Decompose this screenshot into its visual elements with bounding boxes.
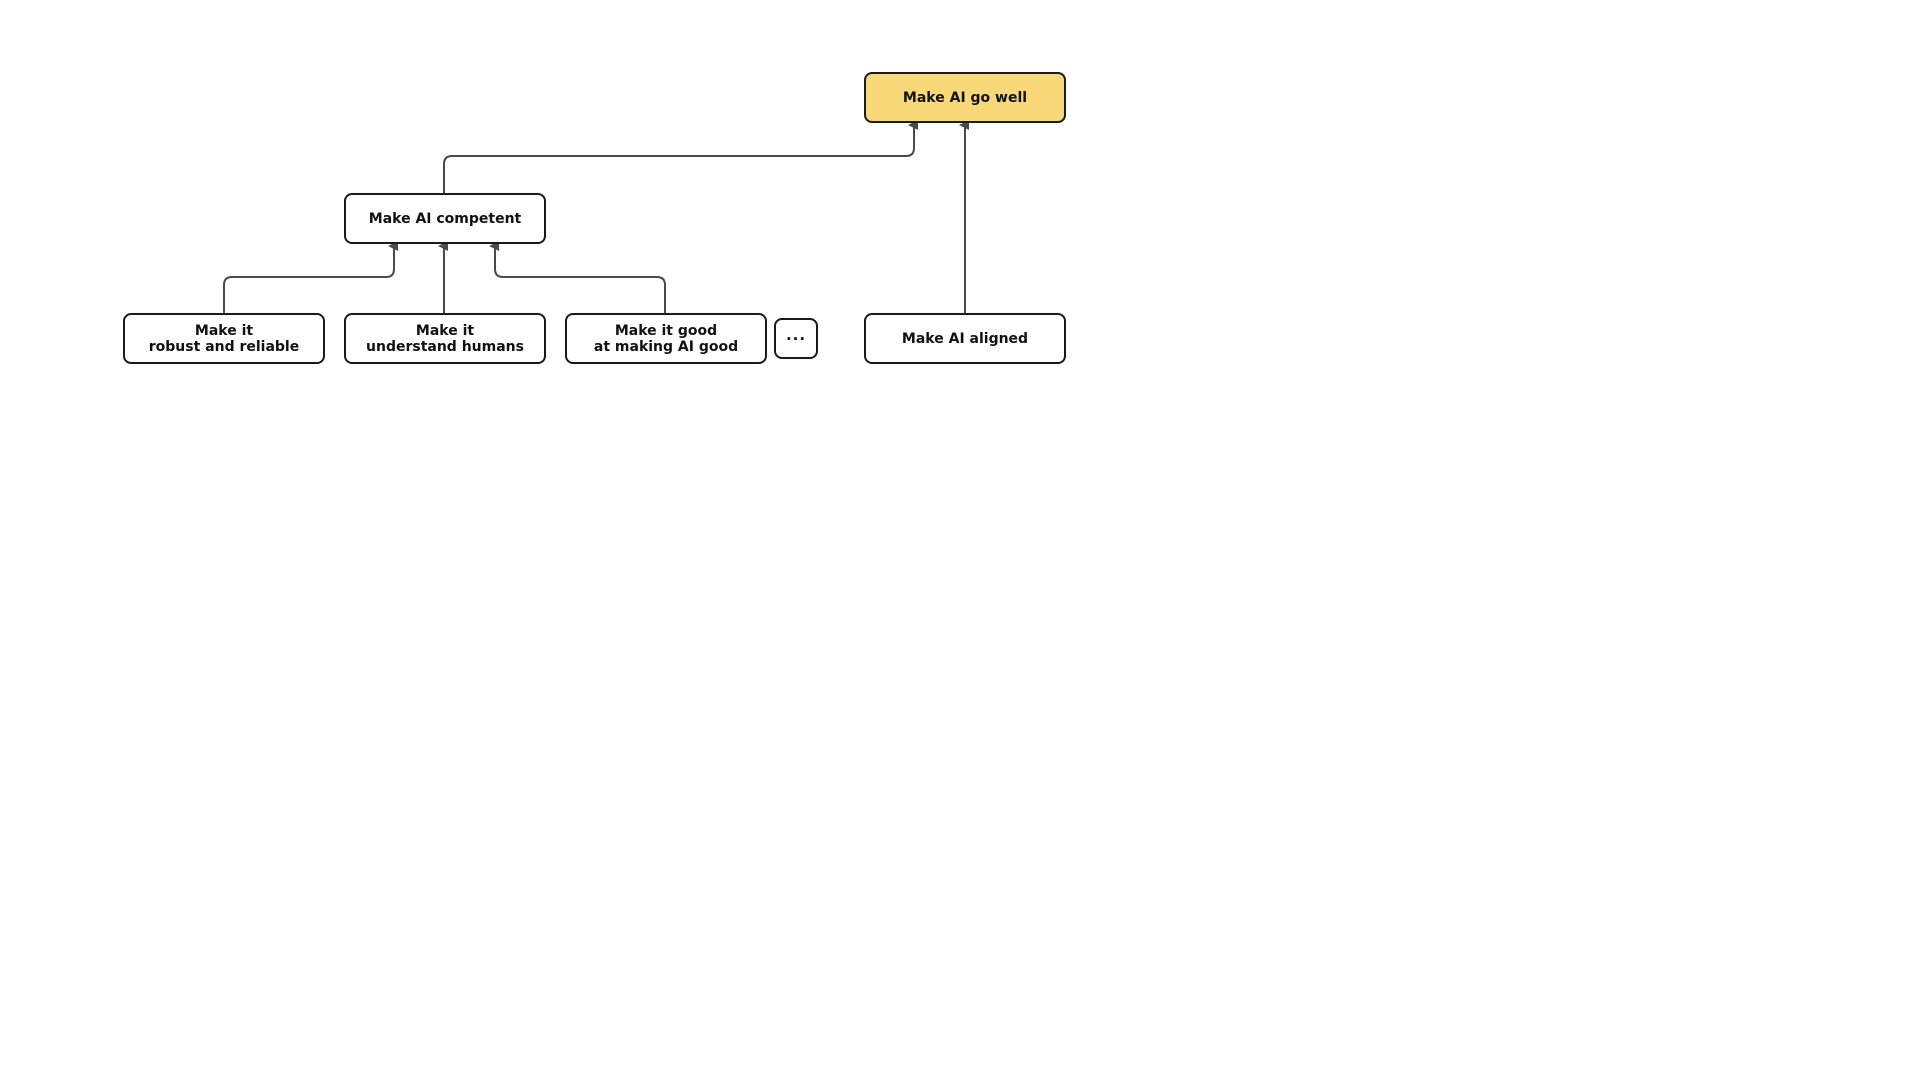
node-label-line1: Make it good <box>614 322 718 339</box>
node-make-ai-go-well: Make AI go well <box>864 72 1066 123</box>
edge-robust-to-competent <box>223 241 398 313</box>
edge-good-to-competent <box>489 241 666 313</box>
node-label: Make AI aligned <box>901 330 1029 347</box>
node-label: Make AI go well <box>902 89 1028 106</box>
ellipsis-icon: ··· <box>785 329 807 348</box>
node-good-at-making-ai-good: Make it good at making AI good <box>565 313 767 364</box>
node-label-line2: robust and reliable <box>148 338 300 355</box>
node-make-ai-aligned: Make AI aligned <box>864 313 1066 364</box>
node-make-ai-competent: Make AI competent <box>344 193 546 244</box>
node-label-line2: at making AI good <box>593 338 739 355</box>
edge-competent-to-root <box>443 120 918 193</box>
node-label-line2: understand humans <box>366 338 524 355</box>
node-label: Make AI competent <box>368 210 522 227</box>
node-label-line1: Make it <box>415 322 475 339</box>
node-label-line1: Make it <box>194 322 254 339</box>
node-understand-humans: Make it understand humans <box>344 313 546 364</box>
node-robust-and-reliable: Make it robust and reliable <box>123 313 325 364</box>
node-more-ellipsis: ··· <box>774 318 818 359</box>
